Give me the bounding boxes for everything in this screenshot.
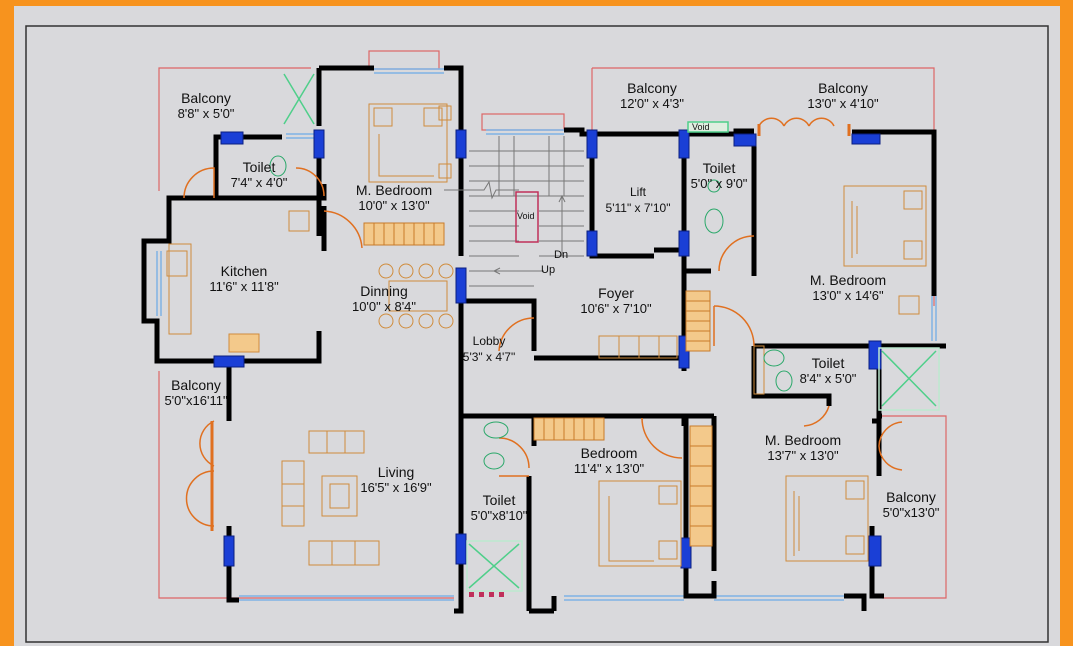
staircase	[444, 136, 584, 287]
bed-bedroom	[598, 480, 682, 567]
bottom-vents	[469, 592, 504, 597]
toilet-fixtures	[269, 155, 793, 470]
doors	[183, 117, 903, 527]
stair-void-box	[515, 191, 539, 243]
label-dn: Dn	[554, 249, 569, 261]
bed-mbed-br	[785, 475, 869, 562]
living-table	[321, 475, 358, 517]
kitchen-stove	[228, 333, 260, 353]
label-void-top: Void	[692, 122, 710, 132]
window-blocks	[213, 129, 882, 569]
bed-mbed-top	[368, 103, 448, 183]
windows	[156, 68, 937, 601]
label-up: Up	[541, 264, 556, 276]
living-sofa-left	[281, 460, 305, 527]
walls	[141, 65, 946, 614]
bed-mbed-right	[843, 185, 927, 267]
wardrobe-top	[363, 222, 445, 246]
floor-plan	[25, 25, 1049, 643]
terrace-boundary	[158, 50, 947, 599]
void-crosses	[283, 73, 940, 592]
sliding-doors	[210, 124, 851, 531]
dining-table	[388, 280, 448, 312]
label-void-stair: Void	[517, 211, 535, 221]
living-sofa-bottom	[308, 540, 380, 566]
living-sofa-top	[308, 430, 365, 454]
wardrobe-right	[533, 290, 713, 547]
kitchen-sink	[166, 250, 188, 277]
foyer-sofa	[598, 335, 678, 359]
furniture	[166, 103, 927, 567]
